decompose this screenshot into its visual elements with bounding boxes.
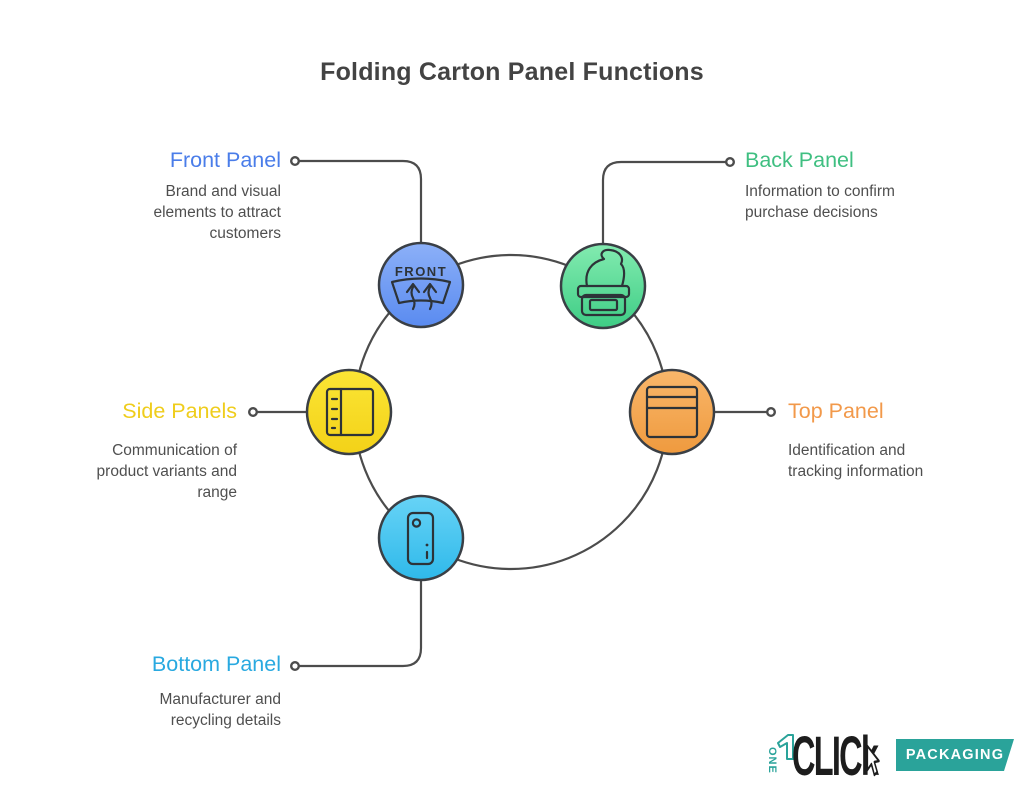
node-front-panel: FRONT bbox=[377, 241, 465, 329]
cream-jar-icon bbox=[576, 248, 631, 317]
panel-description-side: Communication of product variants and ra… bbox=[96, 442, 237, 501]
logo-cursor-icon bbox=[866, 744, 880, 777]
logo-packaging-badge: PACKAGING bbox=[896, 739, 1014, 771]
svg-text:FRONT: FRONT bbox=[395, 264, 447, 279]
windshield-front-icon: FRONT bbox=[390, 264, 452, 311]
panel-label-top: Top Panel bbox=[788, 399, 884, 423]
logo-numeral-one-icon bbox=[777, 734, 794, 760]
panel-description-back: Information to confirm purchase decision… bbox=[745, 183, 895, 221]
logo-one-text: ONE bbox=[766, 747, 778, 774]
connector-bottom bbox=[298, 577, 423, 668]
carton-top-panel-icon bbox=[645, 385, 699, 439]
panel-description-front: Brand and visual elements to attract cus… bbox=[153, 183, 281, 242]
oneclick-packaging-logo: ONE CLICk PACKAGING bbox=[758, 722, 1018, 784]
carton-side-panel-icon bbox=[325, 387, 375, 437]
node-back-panel bbox=[559, 242, 647, 330]
panel-label-side: Side Panels bbox=[122, 399, 237, 423]
panel-description-top: Identification and tracking information bbox=[788, 442, 924, 480]
logo-k-letter: k bbox=[861, 728, 880, 784]
connector-dot-bottom bbox=[290, 661, 301, 672]
node-side-panels bbox=[305, 368, 393, 456]
connector-dot-front bbox=[290, 155, 301, 166]
connector-back bbox=[601, 160, 728, 247]
connector-dot-top bbox=[766, 407, 777, 418]
carton-bottom-panel-icon bbox=[406, 511, 435, 566]
connector-front bbox=[298, 159, 423, 246]
panel-description-bottom: Manufacturer and recycling details bbox=[159, 691, 282, 729]
logo-click-text: CLICk bbox=[792, 728, 880, 784]
panel-label-front: Front Panel bbox=[169, 148, 281, 172]
panel-label-bottom: Bottom Panel bbox=[151, 652, 281, 676]
connector-dot-side bbox=[247, 407, 258, 418]
node-top-panel bbox=[628, 368, 716, 456]
connector-dot-back bbox=[725, 156, 736, 167]
panel-label-back: Back Panel bbox=[745, 148, 854, 172]
page-title: Folding Carton Panel Functions bbox=[320, 58, 704, 86]
node-bottom-panel bbox=[377, 494, 465, 582]
